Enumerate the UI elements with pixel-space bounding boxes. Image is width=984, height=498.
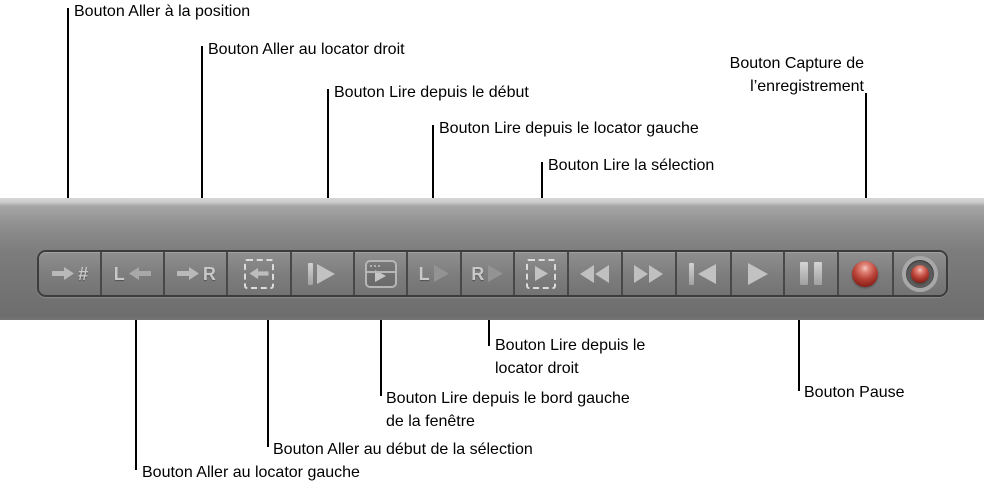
- left-locator-letter: L: [113, 263, 125, 284]
- window-dot-icon: [369, 264, 372, 267]
- transport-button-group: # L R: [37, 250, 948, 297]
- forward-icon: [633, 264, 664, 284]
- go-to-left-locator-button[interactable]: L: [102, 252, 166, 295]
- go-to-beginning-button[interactable]: [677, 252, 732, 295]
- play-from-right-locator-button[interactable]: R: [461, 252, 516, 295]
- play-selection-button[interactable]: [515, 252, 570, 295]
- arrow-right-icon: [176, 266, 200, 281]
- window-dot-icon: [373, 264, 376, 267]
- forward-button[interactable]: [622, 252, 678, 295]
- play-icon: [747, 262, 769, 286]
- start-bar-icon: [308, 262, 314, 285]
- pause-bar-icon: [800, 262, 809, 285]
- go-to-selection-start-button[interactable]: [228, 252, 292, 295]
- marquee-arrow-left-icon: [243, 258, 274, 289]
- window-dot-icon: [377, 264, 380, 267]
- left-locator-letter: L: [418, 263, 430, 284]
- position-hash-label: #: [78, 263, 89, 284]
- callout-line-go-to-selection-start: [267, 294, 269, 447]
- play-triangle-dim-icon: [487, 264, 504, 283]
- callout-label-line: Bouton Capture de: [729, 55, 864, 72]
- callout-line-go-to-right-locator: [201, 46, 203, 256]
- callout-label-go-to-position: Bouton Aller à la position: [74, 3, 251, 20]
- play-triangle-icon: [316, 263, 336, 285]
- callout-line-capture-recording: [865, 93, 867, 254]
- callout-label-line: de la fenêtre: [386, 413, 475, 430]
- callout-label-go-to-selection-start: Bouton Aller au début de la sélection: [273, 441, 533, 458]
- play-from-window-left-edge-button[interactable]: [354, 252, 409, 295]
- callout-label-line: Bouton Lire depuis le: [495, 337, 646, 354]
- play-from-beginning-button[interactable]: [291, 252, 355, 295]
- start-bar-icon: [689, 262, 695, 285]
- record-button[interactable]: [838, 252, 894, 295]
- window-titlebar: [366, 263, 395, 273]
- rewind-icon: [579, 264, 610, 284]
- callout-label-play-from-left-locator: Bouton Lire depuis le locator gauche: [439, 120, 699, 137]
- callout-label-capture-recording: Bouton Capture de l’enregistrement: [730, 52, 864, 98]
- callout-label-play-selection: Bouton Lire la sélection: [548, 157, 715, 174]
- right-locator-letter: R: [202, 263, 216, 284]
- capture-recording-button[interactable]: [893, 252, 947, 295]
- right-locator-letter: R: [471, 263, 485, 284]
- arrow-right-icon: [51, 266, 75, 281]
- rewind-button[interactable]: [569, 252, 623, 295]
- callout-line-play-from-right-locator: [488, 294, 490, 346]
- pause-bar-icon: [814, 262, 823, 285]
- callout-label-line: l’enregistrement: [750, 78, 864, 95]
- callout-line-go-to-left-locator: [135, 294, 137, 470]
- window-play-icon: [364, 259, 397, 288]
- play-triangle-dim-icon: [433, 264, 450, 283]
- callout-label-play-from-beginning: Bouton Lire depuis le début: [334, 84, 529, 101]
- callout-line-pause: [798, 294, 800, 391]
- capture-ring-icon: [901, 255, 938, 292]
- transport-toolbar: # L R: [0, 198, 984, 320]
- callout-line-go-to-position: [67, 8, 69, 256]
- callout-label-go-to-left-locator: Bouton Aller au locator gauche: [142, 464, 360, 481]
- callout-line-play-from-beginning: [327, 89, 329, 256]
- go-to-position-button[interactable]: #: [39, 252, 103, 295]
- triangle-left-icon: [697, 263, 717, 285]
- play-from-left-locator-button[interactable]: L: [408, 252, 462, 295]
- callout-line-play-from-left-locator: [432, 125, 434, 256]
- pause-button[interactable]: [785, 252, 839, 295]
- callout-label-line: locator droit: [495, 360, 579, 377]
- callout-label-line: Bouton Lire depuis le bord gauche: [386, 390, 630, 407]
- arrow-left-icon: [128, 266, 152, 281]
- marquee-play-icon: [526, 258, 557, 289]
- record-sphere-icon: [852, 260, 879, 287]
- callout-label-pause: Bouton Pause: [804, 384, 905, 401]
- callout-line-play-from-window-left-edge: [380, 294, 382, 396]
- go-to-right-locator-button[interactable]: R: [165, 252, 229, 295]
- record-sphere-icon: [910, 264, 929, 283]
- callout-label-go-to-right-locator: Bouton Aller au locator droit: [208, 41, 405, 58]
- play-button[interactable]: [731, 252, 786, 295]
- callout-label-play-from-right-locator: Bouton Lire depuis le locator droit: [495, 334, 645, 380]
- callout-label-play-from-window-left-edge: Bouton Lire depuis le bord gauche de la …: [386, 387, 630, 433]
